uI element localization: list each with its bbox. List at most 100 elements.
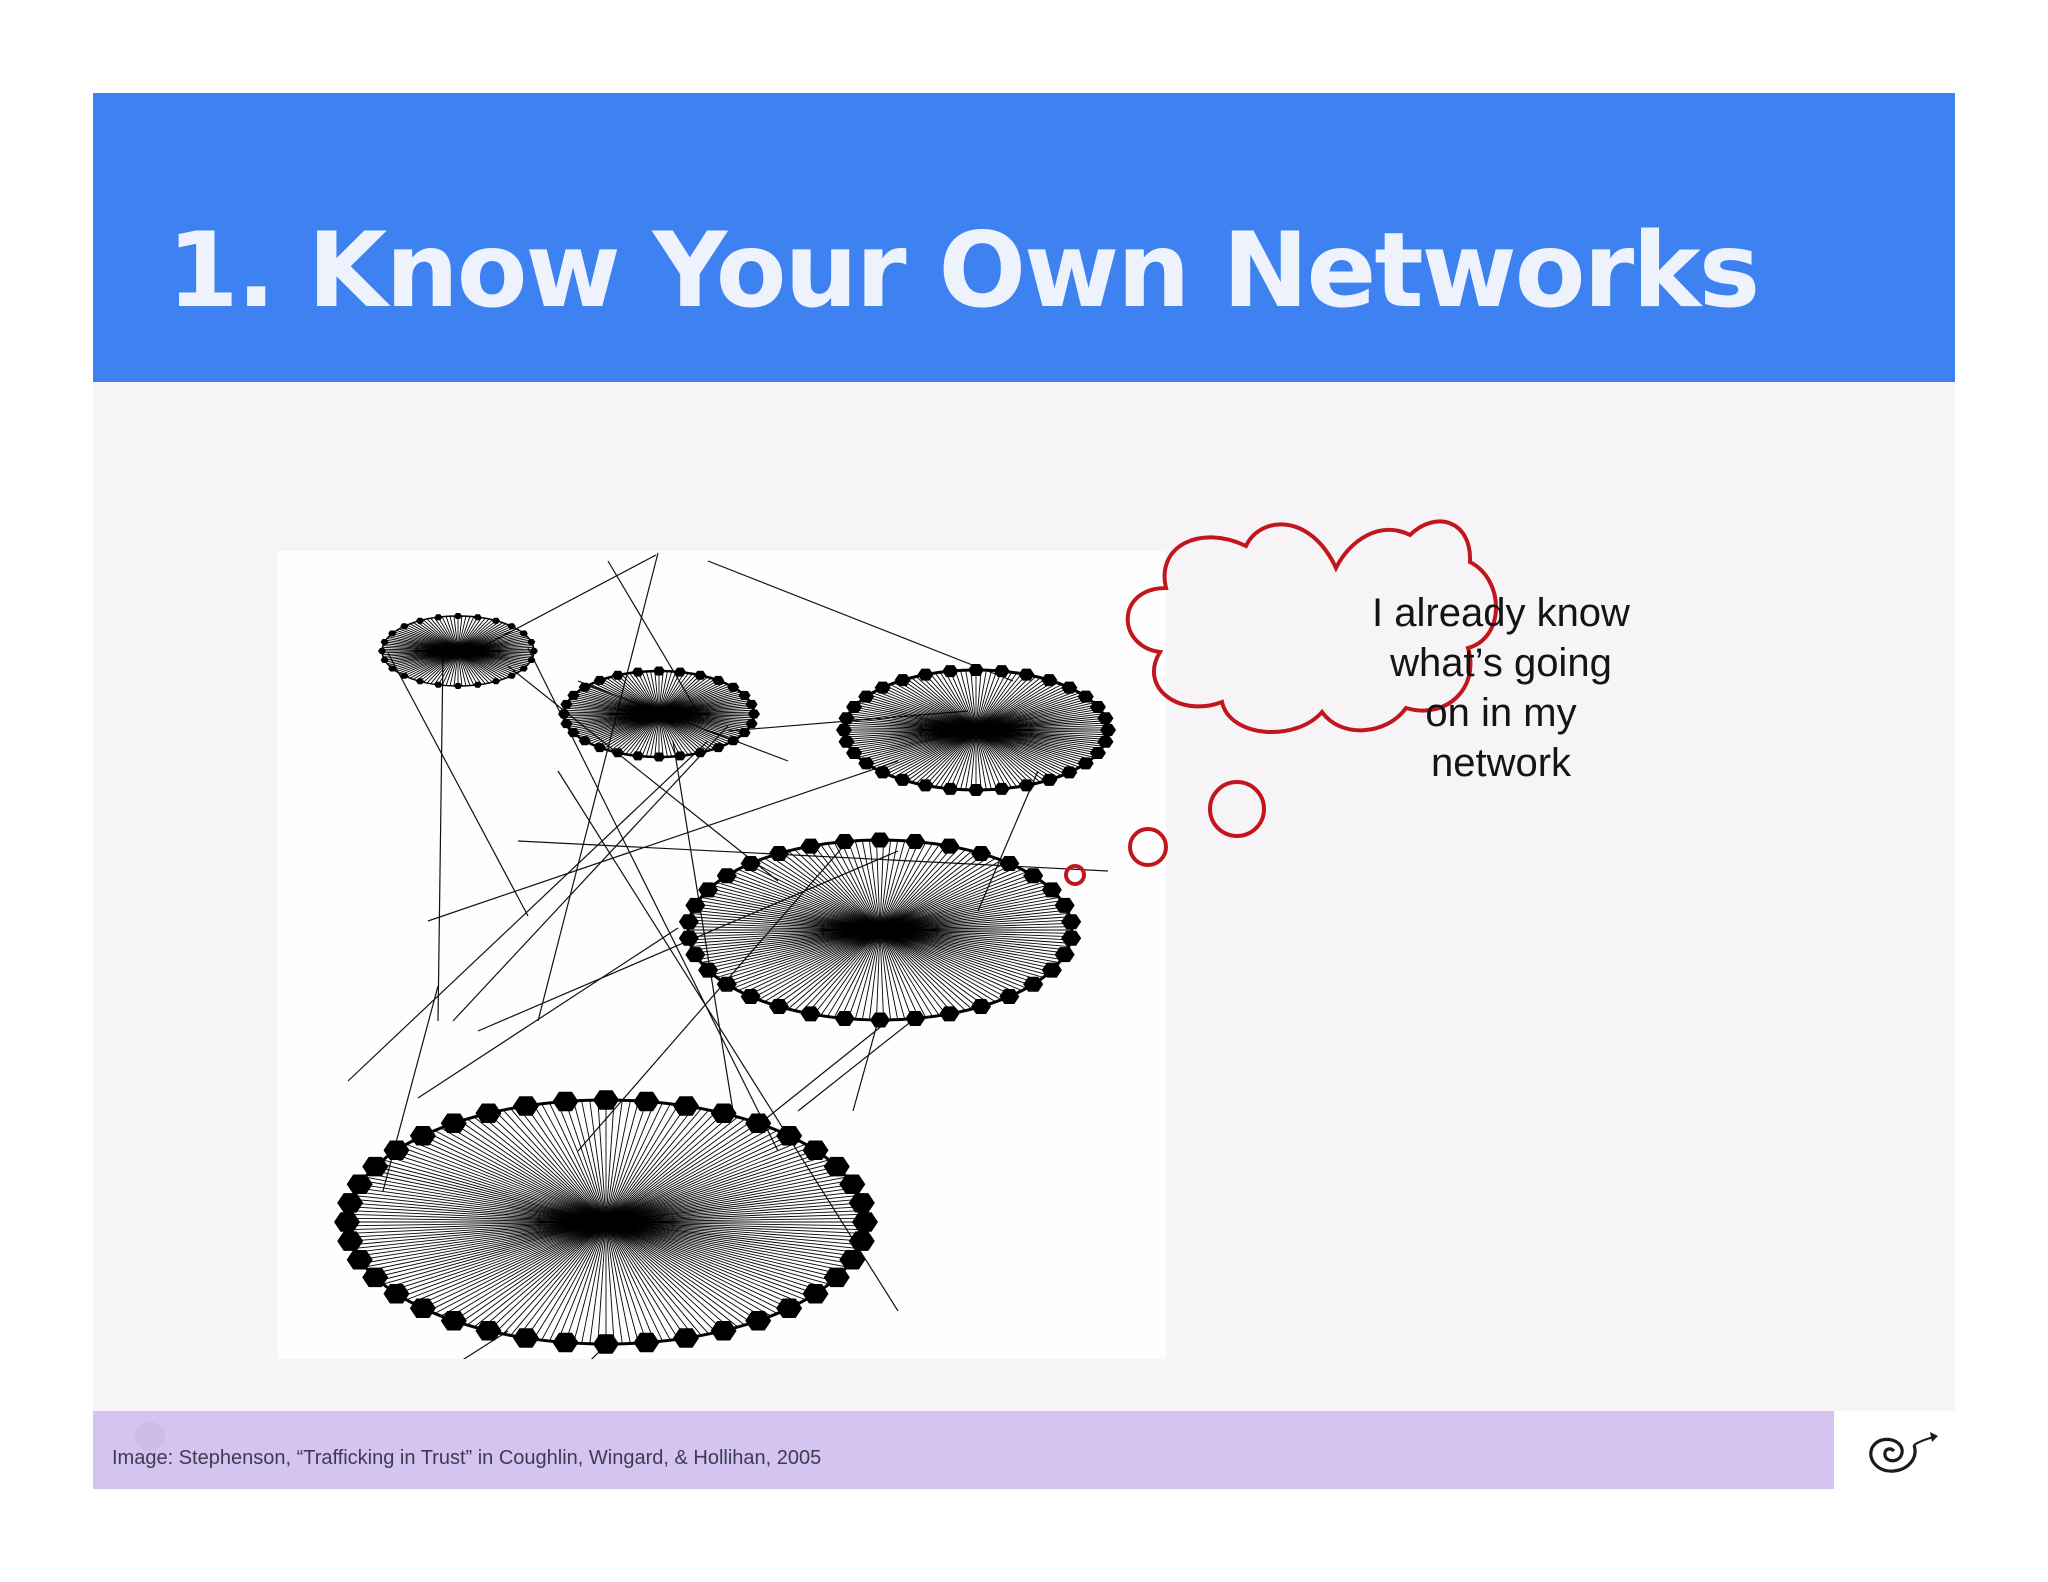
cross-link-8 xyxy=(452,725,729,1022)
hub-e-node-21 xyxy=(593,1334,619,1354)
hub-b-node-27 xyxy=(611,670,624,680)
hub-e-node-17 xyxy=(745,1310,772,1331)
hub-c-node-27 xyxy=(846,701,863,714)
hub-a-node-14 xyxy=(434,681,443,688)
cross-links xyxy=(347,552,1109,1532)
hub-d-node-27 xyxy=(678,914,699,930)
hub-c-node-9 xyxy=(1100,724,1116,736)
hub-d-node-32 xyxy=(768,845,789,861)
hub-b-node-7 xyxy=(745,699,758,709)
cross-link-27 xyxy=(852,1020,879,1112)
hub-a-node-4 xyxy=(507,623,516,630)
cross-link-2 xyxy=(437,650,444,1022)
network-diagram xyxy=(278,551,1166,1532)
hub-e-node-35 xyxy=(383,1140,410,1161)
cross-link-3 xyxy=(507,665,779,882)
hub-c-node-22 xyxy=(858,757,875,770)
hub-a-node-2 xyxy=(473,614,482,621)
cross-link-26 xyxy=(762,1020,889,1122)
hub-a-node-12 xyxy=(473,681,482,688)
hub-c-node-6 xyxy=(1077,690,1094,703)
hub-b-node-21 xyxy=(560,719,573,729)
thought-bubble-dot-small xyxy=(1064,864,1086,886)
hub-d-node-23 xyxy=(716,976,737,992)
slide-title: 1. Know Your Own Networks xyxy=(167,211,1760,331)
thought-line-4: network xyxy=(1430,741,1572,785)
hub-c-node-12 xyxy=(1077,757,1094,770)
hub-b-node-1 xyxy=(653,666,665,676)
cross-link-17 xyxy=(557,770,899,1312)
hub-d-node-30 xyxy=(716,868,737,884)
cross-link-22 xyxy=(417,1342,609,1532)
hub-e-node-22 xyxy=(552,1332,579,1353)
hub-d-node-4 xyxy=(971,845,992,861)
hub-c-spokes xyxy=(844,670,1108,790)
hub-a-node-18 xyxy=(380,657,389,664)
hub-c-node-20 xyxy=(894,773,911,786)
hub-e-node-7 xyxy=(802,1140,829,1161)
hub-c-node-25 xyxy=(836,724,852,736)
hub-e-node-31 xyxy=(334,1212,360,1232)
hub-b-node-15 xyxy=(653,752,665,762)
hub-a-node-19 xyxy=(378,648,386,654)
hub-b-node-19 xyxy=(578,736,591,746)
hub-c-node-5 xyxy=(1061,681,1078,694)
hub-d-node-25 xyxy=(685,947,706,963)
hub-e-spokes xyxy=(347,1100,865,1344)
hub-a-node-6 xyxy=(527,638,536,645)
hub-e-node-38 xyxy=(475,1103,502,1124)
image-caption: Image: Stephenson, “Trafficking in Trust… xyxy=(112,1447,822,1469)
hub-e-node-28 xyxy=(362,1267,389,1288)
hub-e-node-8 xyxy=(823,1156,850,1177)
cross-link-25 xyxy=(797,1015,919,1112)
hub-c-node-26 xyxy=(838,712,855,725)
hub-d-node-7 xyxy=(1041,882,1062,898)
hub-d-node-22 xyxy=(740,989,761,1005)
hub-a-node-1 xyxy=(454,613,462,619)
hub-d-node-12 xyxy=(1041,962,1062,978)
hub-c-node-30 xyxy=(894,674,911,687)
thought-cloud-outline xyxy=(1125,519,1498,734)
hub-e-node-33 xyxy=(346,1174,373,1195)
hub-b-node-26 xyxy=(593,675,606,685)
hub-a-node-8 xyxy=(527,657,536,664)
hub-d-node-15 xyxy=(971,999,992,1015)
network-diagram-svg xyxy=(334,552,1116,1532)
hub-b-spokes xyxy=(564,670,754,758)
hub-d-node-34 xyxy=(834,834,855,850)
thought-line-3: on in my xyxy=(1425,691,1577,735)
hub-b-node-13 xyxy=(694,748,707,758)
hub-d-node-19 xyxy=(834,1010,855,1026)
hub-a-node-13 xyxy=(454,683,462,689)
hub-e-node-12 xyxy=(848,1231,875,1251)
hub-a-node-17 xyxy=(388,665,397,672)
hub-d-node-9 xyxy=(1061,914,1082,930)
hub-d-node-31 xyxy=(740,855,761,871)
thought-bubble-dot-medium xyxy=(1128,827,1168,867)
hub-c-node-7 xyxy=(1089,701,1106,714)
hub-c-node-23 xyxy=(846,746,863,759)
hub-b-node-6 xyxy=(738,690,751,700)
hub-e-node-18 xyxy=(710,1320,737,1341)
hub-a xyxy=(378,613,538,689)
spiral-logo-icon xyxy=(1869,1432,1938,1473)
hub-c-node-28 xyxy=(858,690,875,703)
hub-e-node-4 xyxy=(710,1103,737,1124)
hub-e-node-23 xyxy=(512,1328,539,1348)
hub-d-node-20 xyxy=(800,1006,821,1022)
hub-e-node-24 xyxy=(475,1320,502,1341)
hub-c-node-31 xyxy=(917,668,934,681)
hub-d-node-17 xyxy=(905,1010,926,1026)
hub-b xyxy=(558,666,760,762)
cross-link-20 xyxy=(382,985,439,1192)
hub-b-node-2 xyxy=(674,667,687,677)
hub-e-node-15 xyxy=(802,1283,829,1304)
hub-b-node-10 xyxy=(738,728,751,738)
hub-e-node-1 xyxy=(593,1090,619,1110)
cross-link-11 xyxy=(537,552,659,1022)
hub-c-node-11 xyxy=(1089,746,1106,759)
hub-c-node-3 xyxy=(1018,668,1035,681)
hub-e-node-2 xyxy=(633,1091,660,1112)
hub-e-node-39 xyxy=(512,1096,539,1116)
hub-a-node-24 xyxy=(434,614,443,621)
